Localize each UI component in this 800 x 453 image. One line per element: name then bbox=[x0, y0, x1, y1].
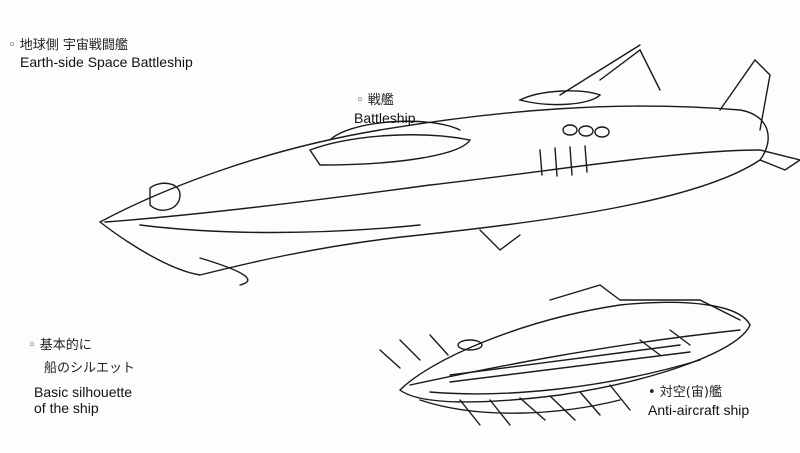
anti-aircraft-jp-label: • 対空(宙)艦 bbox=[648, 385, 722, 400]
silhouette-label-1: Basic silhouette bbox=[34, 384, 133, 400]
silhouette-jp-label-1: ◦ 基本的に bbox=[28, 338, 92, 353]
earth-side-battleship-jp-label: ◦ 地球側 宇宙戦闘艦 bbox=[8, 38, 128, 53]
silhouette-label-2: of the ship bbox=[34, 400, 99, 416]
battleship-jp-label: ◦ 戦艦 bbox=[356, 93, 394, 108]
battleship-label: Battleship bbox=[354, 110, 416, 126]
silhouette-jp-label-2: 船のシルエット bbox=[44, 361, 136, 376]
earth-side-battleship-label: Earth-side Space Battleship bbox=[20, 54, 193, 70]
battleship-drawing bbox=[98, 44, 800, 286]
anti-aircraft-label: Anti-aircraft ship bbox=[648, 402, 750, 418]
anti-aircraft-ship-drawing bbox=[379, 284, 751, 426]
